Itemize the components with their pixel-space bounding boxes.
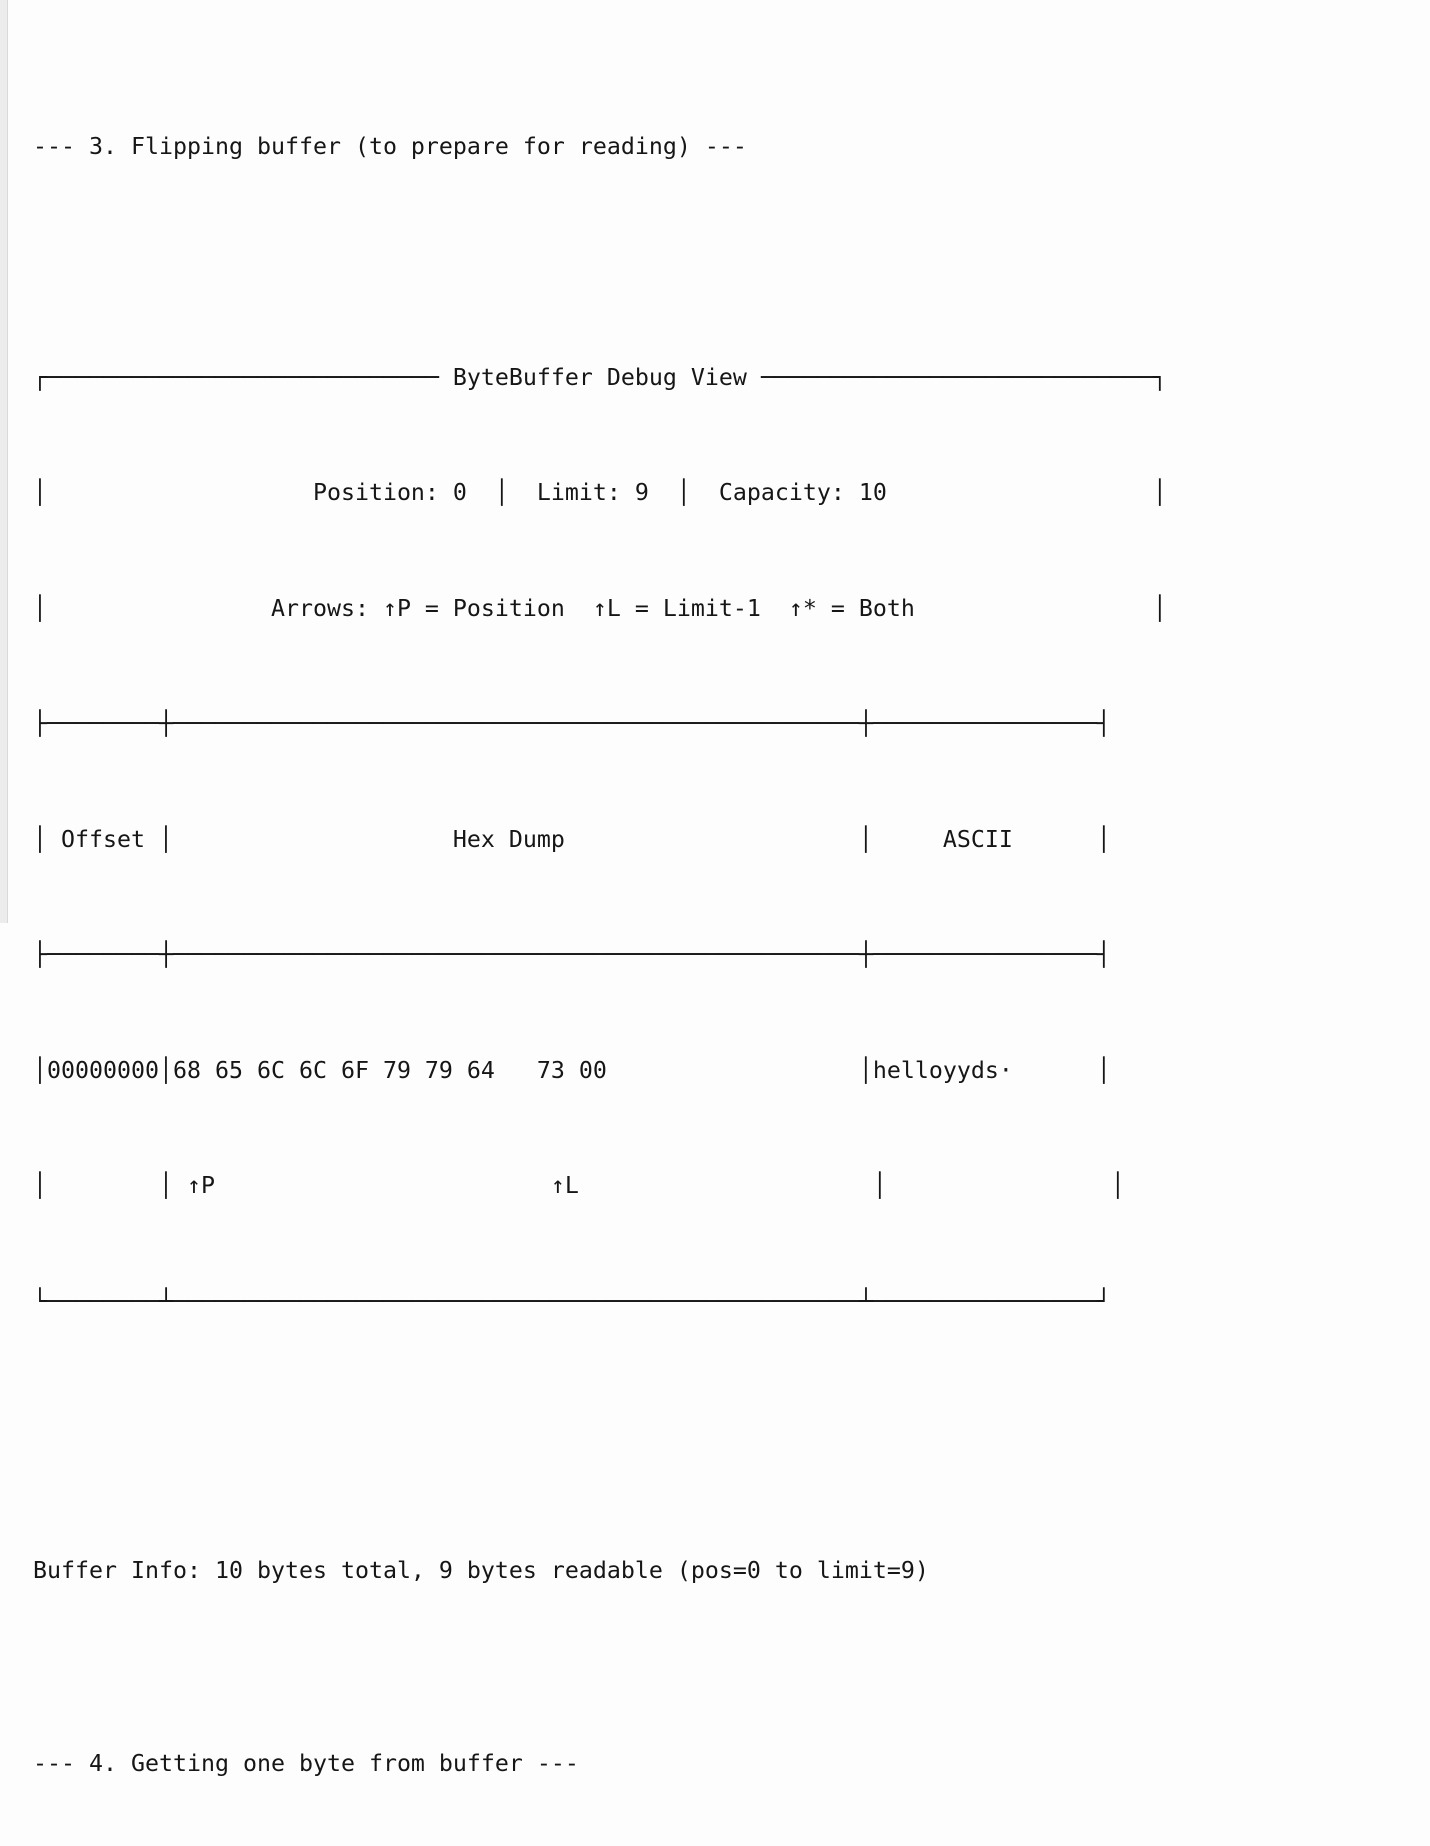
view-legend-line: │ Arrows: ↑P = Position ↑L = Limit-1 ↑* … [33,594,1167,622]
view-status-line: │ Position: 0 │ Limit: 9 │ Capacity: 10 … [33,479,1167,506]
table-top-divider: ├────────┼──────────────────────────────… [33,710,1111,737]
table-header-divider: ├────────┼──────────────────────────────… [33,941,1111,968]
section-4-heading: --- 4. Getting one byte from buffer --- [33,1749,579,1777]
view-top-border: ┌──────────────────────────── ByteBuffer… [33,363,1167,391]
buffer-info-line: Buffer Info: 10 bytes total, 9 bytes rea… [33,1557,929,1584]
table-bottom-border: └────────┴──────────────────────────────… [33,1287,1111,1315]
table-arrow-row: │ │ ↑P ↑L │ │ [33,1172,1125,1199]
table-data-row: │00000000│68 65 6C 6C 6F 79 79 64 73 00 … [33,1056,1111,1084]
section-3-heading: --- 3. Flipping buffer (to prepare for r… [33,132,747,160]
bytebuffer-view-1: ┌──────────────────────────── ByteBuffer… [33,282,1167,1399]
table-header-row: │ Offset │ Hex Dump │ ASCII │ [33,825,1111,853]
left-gutter [0,0,8,923]
terminal-output: --- 3. Flipping buffer (to prepare for r… [33,12,1167,1846]
